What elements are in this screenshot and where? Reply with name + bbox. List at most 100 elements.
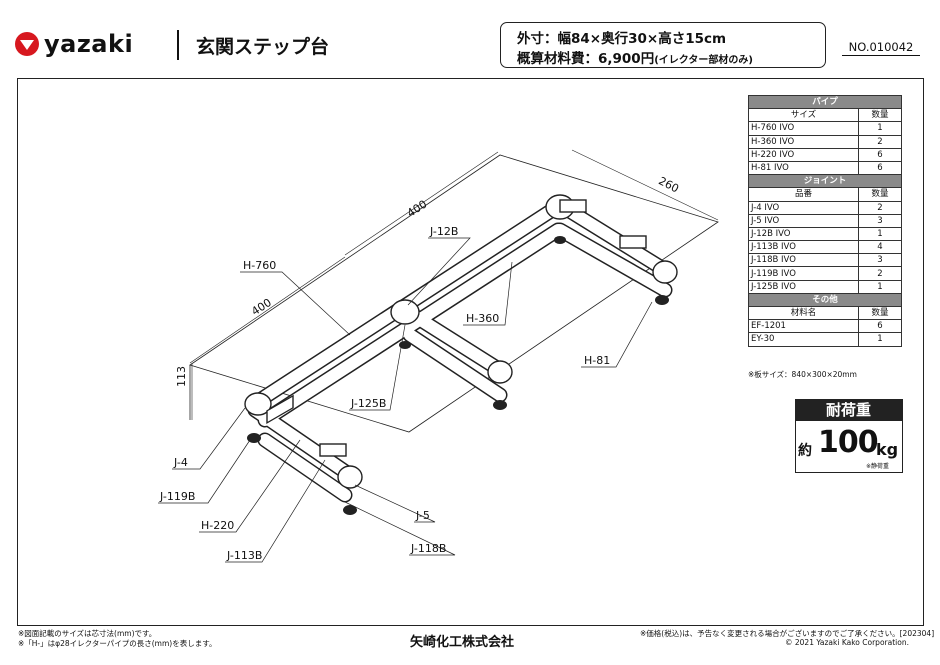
leader-h81: [581, 301, 653, 368]
brand-logo: yazaki: [14, 30, 133, 58]
foot-5: [554, 236, 566, 244]
table-section-pipes: パイプ: [748, 94, 902, 110]
joint-j4: [244, 392, 272, 416]
label-h360: H-360: [466, 312, 499, 325]
part-name: EF-1201: [748, 319, 859, 334]
foot-4: [655, 295, 669, 305]
yazaki-logo-icon: [15, 32, 39, 56]
label-j125b: J-125B: [350, 397, 386, 410]
spec-cost-note: (イレクター部材のみ): [654, 55, 753, 66]
table-header-joints-0: 品番: [748, 187, 859, 202]
part-qty: 2: [858, 200, 902, 215]
part-name: EY-30: [748, 332, 859, 347]
part-qty: 2: [858, 266, 902, 281]
leader-j119b: [158, 439, 251, 504]
part-qty: 3: [858, 213, 902, 228]
part-qty: 1: [858, 332, 902, 347]
foot-2: [343, 505, 357, 515]
load-capacity-title: 耐荷重: [795, 399, 902, 421]
leader-j125b: [349, 324, 406, 411]
board-outline: [189, 154, 719, 433]
joint-j113b-3: [559, 199, 587, 213]
joint-j12b: [390, 299, 420, 325]
leader-h760: [240, 271, 351, 336]
part-qty: 2: [858, 134, 902, 149]
label-h220: H-220: [201, 519, 234, 532]
table-header-pipes-1: 数量: [858, 108, 902, 123]
joint-j113b-1: [266, 394, 294, 424]
leader-h220: [199, 439, 301, 533]
dim-line-400-left: [189, 256, 346, 364]
dim-113: 113: [175, 366, 188, 387]
part-qty: 1: [858, 121, 902, 136]
label-j119b: J-119B: [159, 490, 195, 503]
label-j4: J-4: [173, 456, 188, 469]
footer-price-note: ※価格(税込)は、予告なく変更される場合がございますのでご了承ください。[202…: [640, 629, 935, 638]
part-name: J-113B IVO: [748, 240, 859, 255]
part-name: H-220 IVO: [748, 147, 859, 162]
spec-box: [500, 22, 826, 68]
footer-note-1: ※図面記載のサイズは芯寸法(mm)です。: [18, 629, 157, 638]
label-h760: H-760: [243, 259, 276, 272]
part-qty: 6: [858, 147, 902, 162]
foot-1: [247, 433, 261, 443]
part-name: H-360 IVO: [748, 134, 859, 149]
board-size-note: ※板サイズ：840×300×20mm: [748, 370, 857, 379]
dim-400-left: 400: [249, 296, 274, 318]
part-qty: 6: [858, 319, 902, 334]
spec-cost: 概算材料費：6,900円(イレクター部材のみ): [517, 47, 753, 67]
part-qty: 4: [858, 240, 902, 255]
company-name: 矢崎化工株式会社: [410, 635, 515, 650]
part-name: H-81 IVO: [748, 160, 859, 176]
load-value: 100: [818, 425, 879, 460]
joint-j5-a: [652, 260, 678, 284]
footer-note-2: ※「H-」はφ28イレクターパイプの長さ(mm)を表します。: [18, 639, 217, 648]
joint-j113b-4: [619, 235, 647, 249]
table-section-joints: ジョイント: [748, 174, 902, 189]
part-name: J-119B IVO: [748, 266, 859, 281]
part-qty: 3: [858, 253, 902, 268]
part-name: J-4 IVO: [748, 200, 859, 215]
spec-dimensions: 外寸：幅84×奥行30×高さ15cm: [517, 31, 727, 47]
load-note: ※静荷重: [866, 463, 890, 470]
label-j118b: J-118B: [410, 542, 446, 555]
label-j5: J-5: [415, 509, 430, 522]
part-qty: 1: [858, 226, 902, 242]
table-header-pipes-0: サイズ: [748, 108, 859, 123]
table-section-others: その他: [748, 292, 902, 308]
joint-j113b-2: [319, 443, 347, 457]
document-number: NO.010042: [842, 40, 920, 56]
leader-j5: [354, 484, 436, 523]
dim-line-400-top: [344, 151, 499, 256]
load-unit: kg: [876, 440, 899, 459]
load-approx: 約: [798, 443, 812, 459]
part-name: J-12B IVO: [748, 226, 859, 242]
title-divider: [177, 30, 179, 60]
part-name: J-5 IVO: [748, 213, 859, 228]
part-name: J-118B IVO: [748, 253, 859, 268]
footer-copyright: © 2021 Yazaki Kako Corporation.: [785, 638, 909, 647]
part-qty: 6: [858, 160, 902, 176]
part-name: H-760 IVO: [748, 121, 859, 136]
drawing-frame: [17, 78, 924, 626]
table-header-joints-1: 数量: [858, 187, 902, 202]
table-header-others-1: 数量: [858, 305, 902, 321]
spec-cost-main: 概算材料費：6,900円: [517, 51, 655, 67]
brand-name: yazaki: [44, 30, 134, 58]
label-j113b: J-113B: [226, 549, 262, 562]
part-name: J-125B IVO: [748, 279, 859, 294]
label-h81: H-81: [584, 354, 610, 367]
leader-h360: [463, 261, 513, 326]
